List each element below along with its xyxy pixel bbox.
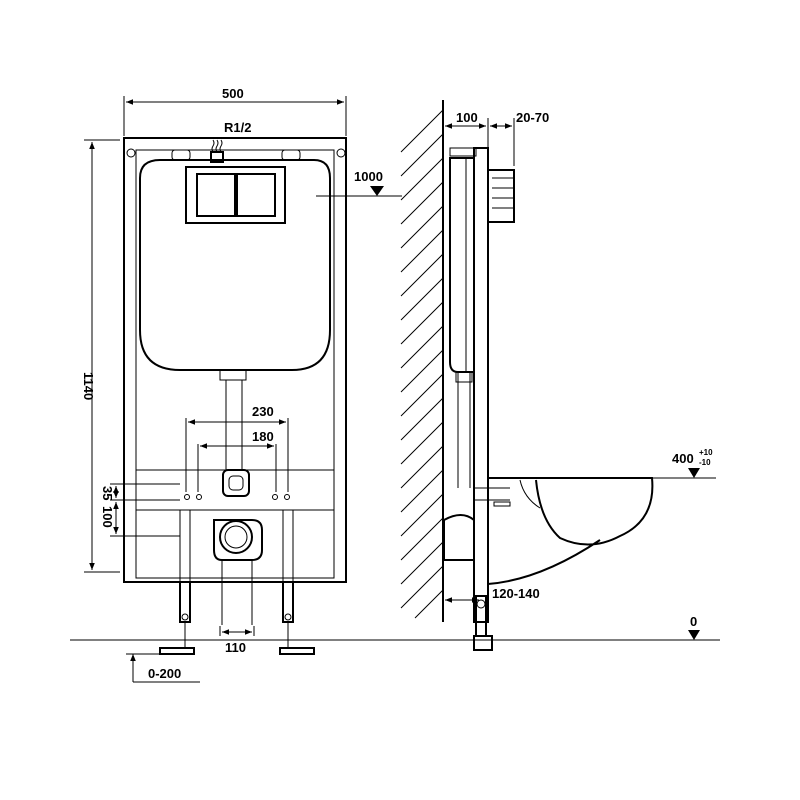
flush-button-right xyxy=(236,173,276,217)
dim-fixing-inner: 180 xyxy=(252,429,274,444)
level-marker-icon xyxy=(688,630,700,640)
side-cistern xyxy=(449,157,475,373)
dim-water-inlet: R1/2 xyxy=(224,120,251,135)
front-dimensions: 500 R1/2 1140 230 180 35 100 110 xyxy=(81,86,347,683)
bolt-icon xyxy=(184,494,190,500)
flush-plate xyxy=(185,166,286,224)
side-frame-post xyxy=(473,147,489,623)
inlet-flow-icon xyxy=(211,139,223,153)
dim-bowl-tolerance-plus: +10 xyxy=(699,448,713,457)
screw-icon xyxy=(126,148,136,158)
dim-leg-adjust: 0-200 xyxy=(148,666,181,681)
toilet-bowl xyxy=(487,477,654,586)
front-view xyxy=(123,137,347,655)
screw-icon xyxy=(336,148,346,158)
level-marker-icon xyxy=(688,468,700,478)
side-dimensions: 100 20-70 1000 400 +10 -10 120-140 0 xyxy=(316,110,716,640)
flush-connector xyxy=(222,469,250,497)
dim-gap-large: 100 xyxy=(100,506,115,528)
dim-fixing-outer: 230 xyxy=(252,404,274,419)
level-marker-icon xyxy=(370,186,384,196)
wall-hatching xyxy=(400,109,444,619)
foot-right xyxy=(279,647,315,655)
dim-frame-depth: 100 xyxy=(456,110,478,125)
bolt-icon xyxy=(196,494,202,500)
cistern-tank xyxy=(139,159,331,371)
bolt-icon xyxy=(272,494,278,500)
dim-frame-offset: 20-70 xyxy=(516,110,549,125)
dim-gap-small: 35 xyxy=(100,486,115,500)
dim-bowl-tolerance-minus: -10 xyxy=(699,458,711,467)
dim-drain-diameter: 110 xyxy=(225,640,246,655)
leg-right xyxy=(282,509,294,583)
frame-inner xyxy=(135,149,335,579)
side-flush-plate xyxy=(487,169,515,223)
drain-connector xyxy=(213,519,263,561)
side-foot xyxy=(473,635,493,651)
side-drain xyxy=(443,514,475,561)
frame-outer xyxy=(123,137,347,583)
dim-flush-height: 1000 xyxy=(354,169,383,184)
flush-button-left xyxy=(196,173,236,217)
bolt-icon xyxy=(284,494,290,500)
dim-frame-width: 500 xyxy=(222,86,244,101)
dim-bowl-height: 400 xyxy=(672,451,694,466)
side-view xyxy=(400,100,654,651)
foot-left xyxy=(159,647,195,655)
flush-pipe-cap xyxy=(219,369,247,381)
dim-floor-level: 0 xyxy=(690,614,697,629)
dim-frame-height: 1140 xyxy=(81,372,96,400)
top-bracket-right xyxy=(281,149,301,161)
leg-left xyxy=(179,509,191,583)
dim-wall-gap: 120-140 xyxy=(492,586,540,601)
top-bracket-left xyxy=(171,149,191,161)
